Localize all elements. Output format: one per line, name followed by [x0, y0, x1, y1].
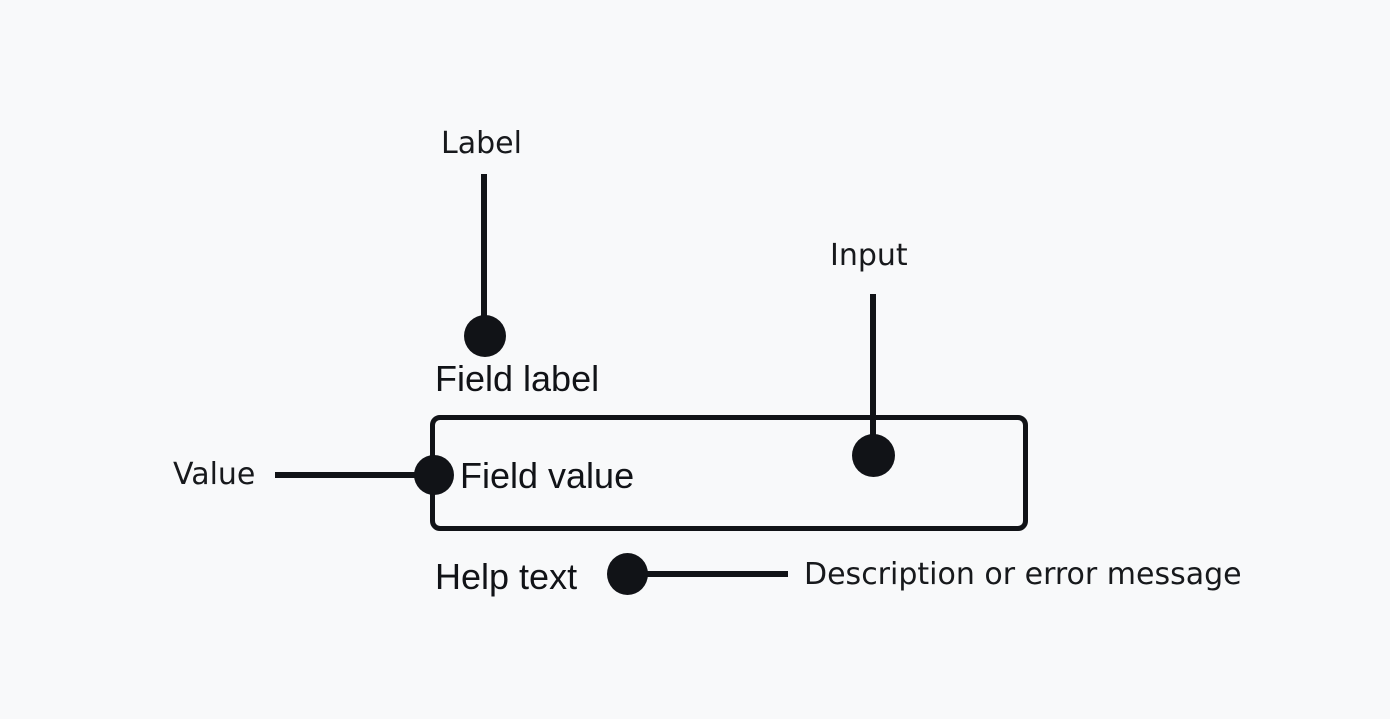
field-label-text: Field label [435, 358, 600, 399]
help-callout-dot [607, 553, 648, 595]
value-callout-dot [414, 455, 454, 495]
input-callout-dot [852, 434, 895, 477]
help-annotation: Description or error message [804, 557, 1242, 592]
help-callout-line [645, 571, 788, 577]
label-annotation: Label [441, 126, 522, 161]
label-callout-line [481, 174, 487, 320]
label-callout-dot [464, 315, 506, 357]
help-text-label: Help text [435, 556, 578, 597]
field-value-text: Field value [460, 455, 635, 496]
input-callout-line [870, 294, 876, 444]
value-annotation: Value [173, 457, 256, 492]
value-callout-line [275, 472, 420, 478]
input-annotation: Input [830, 238, 908, 273]
